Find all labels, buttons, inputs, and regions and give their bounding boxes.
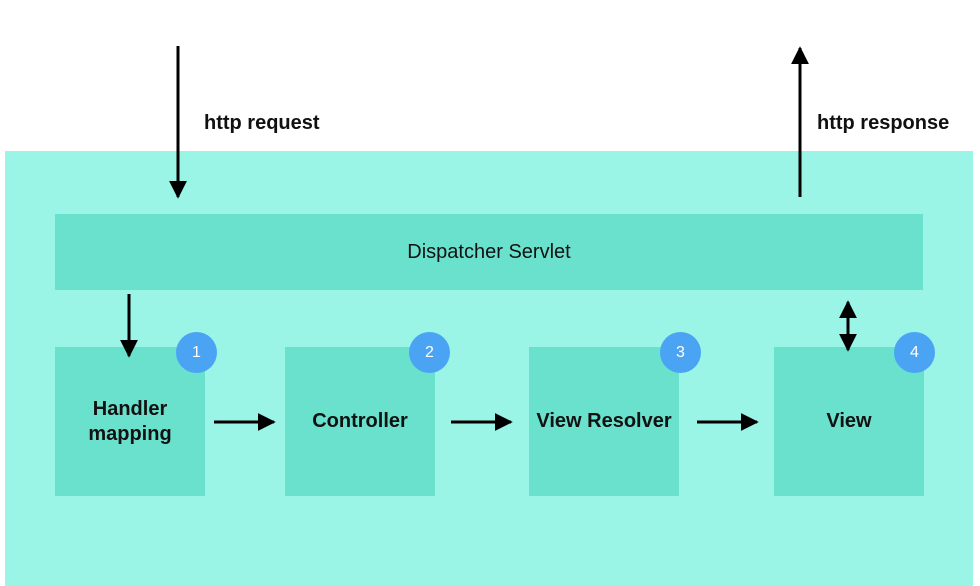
view-label: View: [826, 410, 872, 432]
step-badge-4: 4: [894, 332, 935, 373]
handler-mapping-label: Handler mapping: [88, 397, 172, 445]
dispatcher-servlet-label: Dispatcher Servlet: [407, 240, 571, 263]
http-request-label: http request: [204, 112, 320, 134]
view-box: View: [774, 347, 924, 496]
step-badge-3: 3: [660, 332, 701, 373]
controller-box: Controller: [285, 347, 435, 496]
handler-mapping-box: Handler mapping: [55, 347, 205, 496]
step-badge-2: 2: [409, 332, 450, 373]
dispatcher-servlet: Dispatcher Servlet: [55, 214, 923, 290]
step-badge-1: 1: [176, 332, 217, 373]
view-resolver-box: View Resolver: [529, 347, 679, 496]
controller-label: Controller: [312, 410, 408, 432]
view-resolver-label: View Resolver: [536, 410, 672, 432]
http-response-label: http response: [817, 112, 950, 134]
